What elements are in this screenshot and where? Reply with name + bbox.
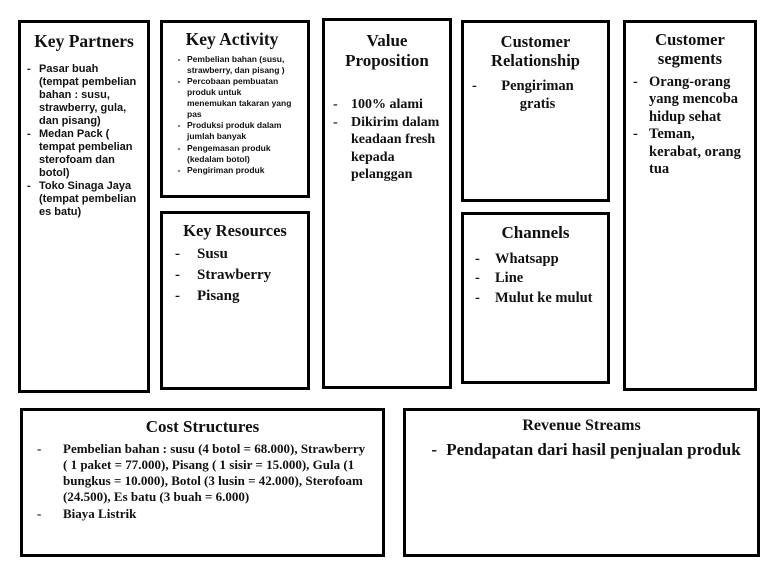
key-partners-list: - Pasar buah (tempat pembelian bahan : s… (27, 63, 141, 219)
list-item: - Dikirim dalam keadaan fresh kepada pel… (331, 114, 443, 184)
list-item-text: Orang-orang yang mencoba hidup sehat (649, 73, 739, 125)
list-item-text: Pasar buah (tempat pembelian bahan : sus… (39, 63, 137, 127)
list-item-text: Pengiriman gratis (501, 77, 574, 113)
list-item-text: Pembelian bahan (susu, strawberry, dan p… (187, 54, 285, 76)
bullet-dash: - (27, 63, 31, 76)
bullet-dash: - (633, 73, 638, 90)
bullet-dash: - (27, 127, 31, 140)
customer-relationship-list: - Pengiriman gratis (472, 77, 599, 113)
list-item: - Produksi produk dalam jumlah banyak (171, 120, 293, 142)
list-item: - Pembelian bahan (susu, strawberry, dan… (171, 54, 293, 76)
customer-segments-box: Customer segments - Orang-orang yang men… (623, 20, 757, 391)
revenue-streams-list: - Pendapatan dari hasil penjualan produk (416, 440, 747, 460)
key-resources-list: - Susu - Strawberry - Pisang (171, 244, 299, 307)
list-item-text: Pengiriman produk (187, 164, 265, 175)
bullet-dash: - (475, 270, 480, 287)
list-item: - Line (472, 269, 599, 289)
bullet-dash: - (175, 245, 180, 262)
list-item: - Pembelian bahan : susu (4 botol = 68.0… (33, 441, 372, 506)
list-item: - Whatsapp (472, 250, 599, 270)
list-item-text: Strawberry (197, 266, 272, 283)
customer-segments-list: - Orang-orang yang mencoba hidup sehat -… (631, 74, 749, 178)
list-item-text: Medan Pack ( tempat pembelian sterofoam … (39, 127, 133, 179)
list-item-text: Produksi produk dalam jumlah banyak (187, 120, 282, 142)
list-item-text: 100% alami (351, 97, 423, 113)
list-item: - Teman, kerabat, orang tua (631, 126, 749, 178)
list-item-text: Pendapatan dari hasil penjualan produk (446, 440, 741, 460)
channels-title: Channels (501, 223, 570, 242)
list-item: - Pengemasan produk (kedalam botol) (171, 143, 293, 165)
customer-relationship-box: Customer Relationship - Pengiriman grati… (461, 20, 610, 202)
key-activity-list: - Pembelian bahan (susu, strawberry, dan… (171, 54, 293, 176)
list-item-text: Pisang (197, 287, 240, 304)
key-activity-title: Key Activity (185, 29, 279, 49)
cost-structures-title: Cost Structures (145, 417, 260, 436)
bullet-dash: - (177, 76, 181, 87)
bullet-dash: - (475, 289, 480, 306)
list-item-text: Whatsapp (495, 250, 559, 267)
revenue-streams-title: Revenue Streams (522, 417, 641, 434)
list-item: - Susu (171, 244, 299, 265)
channels-list: - Whatsapp - Line - Mulut ke mulut (472, 250, 599, 309)
list-item-text: Teman, kerabat, orang tua (649, 126, 741, 177)
list-item: - Pisang (171, 286, 299, 307)
list-item-text: Biaya Listrik (63, 505, 137, 521)
key-resources-title: Key Resources (183, 221, 287, 240)
list-item: - 100% alami (331, 96, 443, 114)
cost-structures-box: Cost Structures - Pembelian bahan : susu… (20, 408, 385, 557)
bullet-dash: - (475, 250, 480, 267)
list-item-text: Toko Sinaga Jaya (tempat pembelian es ba… (39, 179, 137, 218)
key-partners-title: Key Partners (34, 31, 134, 51)
list-item: - Strawberry (171, 265, 299, 286)
bullet-dash: - (37, 440, 42, 456)
bullet-dash: - (27, 179, 31, 192)
list-item: - Percobaan pembuatan produk untuk menem… (171, 76, 293, 120)
list-item-text: Line (495, 270, 524, 287)
value-proposition-box: Value Proposition - 100% alami - Dikirim… (322, 18, 452, 389)
cost-structures-list: - Pembelian bahan : susu (4 botol = 68.0… (33, 441, 372, 522)
bullet-dash: - (177, 142, 181, 153)
list-item: - Pasar buah (tempat pembelian bahan : s… (27, 63, 141, 128)
list-item: - Orang-orang yang mencoba hidup sehat (631, 74, 749, 126)
bullet-dash: - (175, 266, 180, 283)
list-item: - Biaya Listrik (33, 506, 372, 522)
list-item: - Toko Sinaga Jaya (tempat pembelian es … (27, 180, 141, 219)
key-activity-box: Key Activity - Pembelian bahan (susu, st… (160, 20, 310, 198)
bullet-dash: - (175, 287, 180, 304)
list-item: - Medan Pack ( tempat pembelian sterofoa… (27, 128, 141, 180)
list-item-text: Pembelian bahan : susu (4 botol = 68.000… (63, 440, 366, 505)
list-item: - Pengiriman produk (171, 165, 293, 176)
value-proposition-title: Value Proposition (345, 31, 429, 70)
customer-segments-title: Customer segments (655, 30, 725, 68)
list-item-text: Mulut ke mulut (495, 289, 593, 306)
list-item-text: Pengemasan produk (kedalam botol) (187, 142, 271, 164)
revenue-streams-box: Revenue Streams - Pendapatan dari hasil … (403, 408, 760, 557)
bullet-dash: - (37, 505, 42, 521)
bullet-dash: - (431, 440, 438, 460)
list-item-text: Susu (197, 245, 228, 262)
bullet-dash: - (472, 77, 477, 94)
bullet-dash: - (333, 97, 338, 113)
channels-box: Channels - Whatsapp - Line - Mulut ke mu… (461, 212, 610, 384)
bullet-dash: - (177, 54, 181, 65)
bullet-dash: - (333, 114, 338, 130)
value-proposition-list: - 100% alami - Dikirim dalam keadaan fre… (331, 96, 443, 184)
bullet-dash: - (177, 164, 181, 175)
bullet-dash: - (177, 120, 181, 131)
key-resources-box: Key Resources - Susu - Strawberry - Pisa… (160, 211, 310, 390)
customer-relationship-title: Customer Relationship (491, 32, 580, 70)
list-item: - Mulut ke mulut (472, 289, 599, 309)
key-partners-box: Key Partners - Pasar buah (tempat pembel… (18, 20, 150, 393)
list-item: - Pengiriman gratis (472, 77, 599, 113)
bullet-dash: - (633, 126, 638, 143)
list-item-text: Percobaan pembuatan produk untuk menemuk… (187, 76, 292, 120)
list-item-text: Dikirim dalam keadaan fresh kepada pelan… (351, 114, 440, 183)
list-item: - Pendapatan dari hasil penjualan produk (416, 440, 747, 460)
